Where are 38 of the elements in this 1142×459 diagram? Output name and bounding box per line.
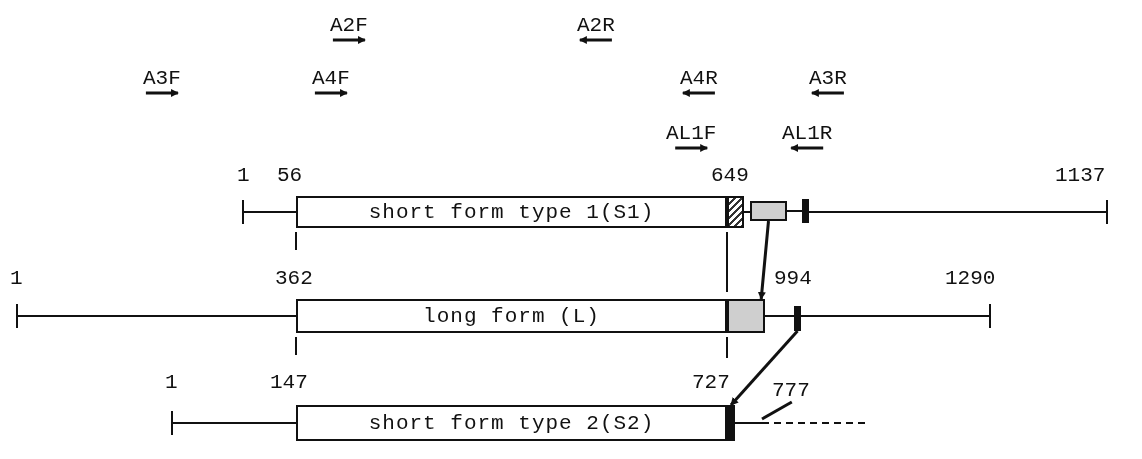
position-number: 649 xyxy=(711,165,749,186)
shaded-box xyxy=(750,201,787,221)
orf-box xyxy=(296,405,727,441)
orf-label: long form (L) xyxy=(423,304,600,328)
position-number: 362 xyxy=(275,268,313,289)
orf-box xyxy=(296,196,727,228)
sequence-line xyxy=(786,210,803,212)
sequence-line xyxy=(743,211,751,213)
leader-line xyxy=(761,400,793,421)
shaded-box xyxy=(727,299,765,333)
exon-bar xyxy=(727,405,735,441)
primer-name: AL1R xyxy=(782,123,833,144)
position-number: 1 xyxy=(10,268,23,289)
position-number: 1 xyxy=(165,372,178,393)
position-number: 1 xyxy=(237,165,250,186)
orf-label: short form type 2(S2) xyxy=(368,411,655,435)
primer-name: A4R xyxy=(680,68,718,89)
primer-name: A2F xyxy=(330,15,368,36)
position-number: 727 xyxy=(692,372,730,393)
arrow xyxy=(757,220,770,300)
sequence-line xyxy=(764,315,795,317)
exon-bar xyxy=(802,199,809,223)
orf-box xyxy=(296,299,727,333)
arrow xyxy=(729,330,799,406)
position-number: 777 xyxy=(772,380,810,401)
orf-label: short form type 1(S1) xyxy=(368,200,655,224)
hatched-box xyxy=(727,196,744,228)
position-number: 56 xyxy=(277,165,303,186)
position-number: 994 xyxy=(774,268,812,289)
primer-name: A3R xyxy=(809,68,847,89)
position-number: 1137 xyxy=(1055,165,1106,186)
primer-name: A4F xyxy=(312,68,350,89)
primer-name: AL1F xyxy=(666,123,717,144)
primer-name: A3F xyxy=(143,68,181,89)
primer-name: A2R xyxy=(577,15,615,36)
exon-bar xyxy=(794,306,801,331)
position-number: 147 xyxy=(270,372,308,393)
position-number: 1290 xyxy=(945,268,996,289)
